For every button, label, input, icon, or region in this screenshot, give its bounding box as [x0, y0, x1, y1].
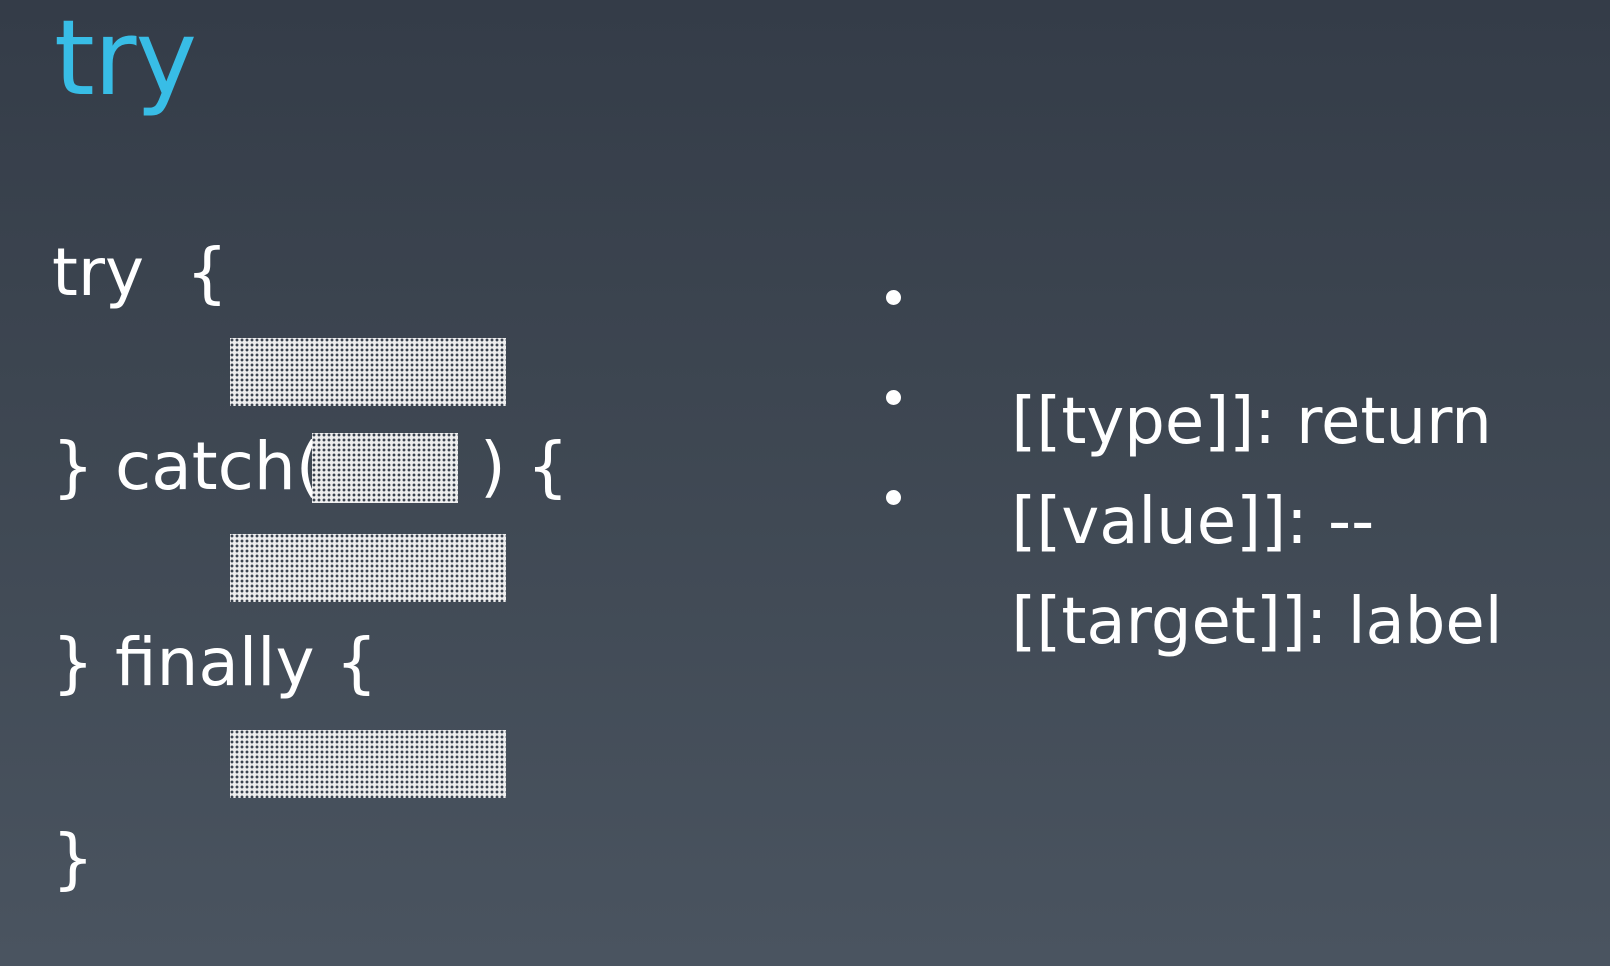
bullet-target-text: [[target]]: label: [1011, 585, 1503, 659]
catch-body-placeholder: [230, 534, 506, 602]
bullet-value: [[value]]: --: [880, 362, 1503, 554]
bullet-dot-icon: [886, 290, 901, 305]
bullet-type: [[type]]: return: [880, 262, 1503, 454]
completion-record-list: [[type]]: return [[value]]: -- [[target]…: [880, 262, 1503, 654]
code-line-catch-suffix: ) {: [480, 428, 569, 505]
bullet-dot-icon: [886, 490, 901, 505]
code-line-finally: } finally {: [52, 624, 378, 701]
bullet-type-text: [[type]]: return: [1011, 385, 1492, 459]
bullet-value-text: [[value]]: --: [1011, 485, 1375, 559]
code-line-catch-prefix: } catch(: [52, 428, 322, 505]
code-line-close: }: [52, 820, 94, 897]
catch-param-placeholder: [312, 433, 458, 503]
finally-body-placeholder: [230, 730, 506, 798]
slide-title: try: [54, 0, 197, 119]
bullet-dot-icon: [886, 390, 901, 405]
try-body-placeholder: [230, 338, 506, 406]
code-line-try: try {: [52, 234, 229, 311]
bullet-target: [[target]]: label: [880, 462, 1503, 654]
